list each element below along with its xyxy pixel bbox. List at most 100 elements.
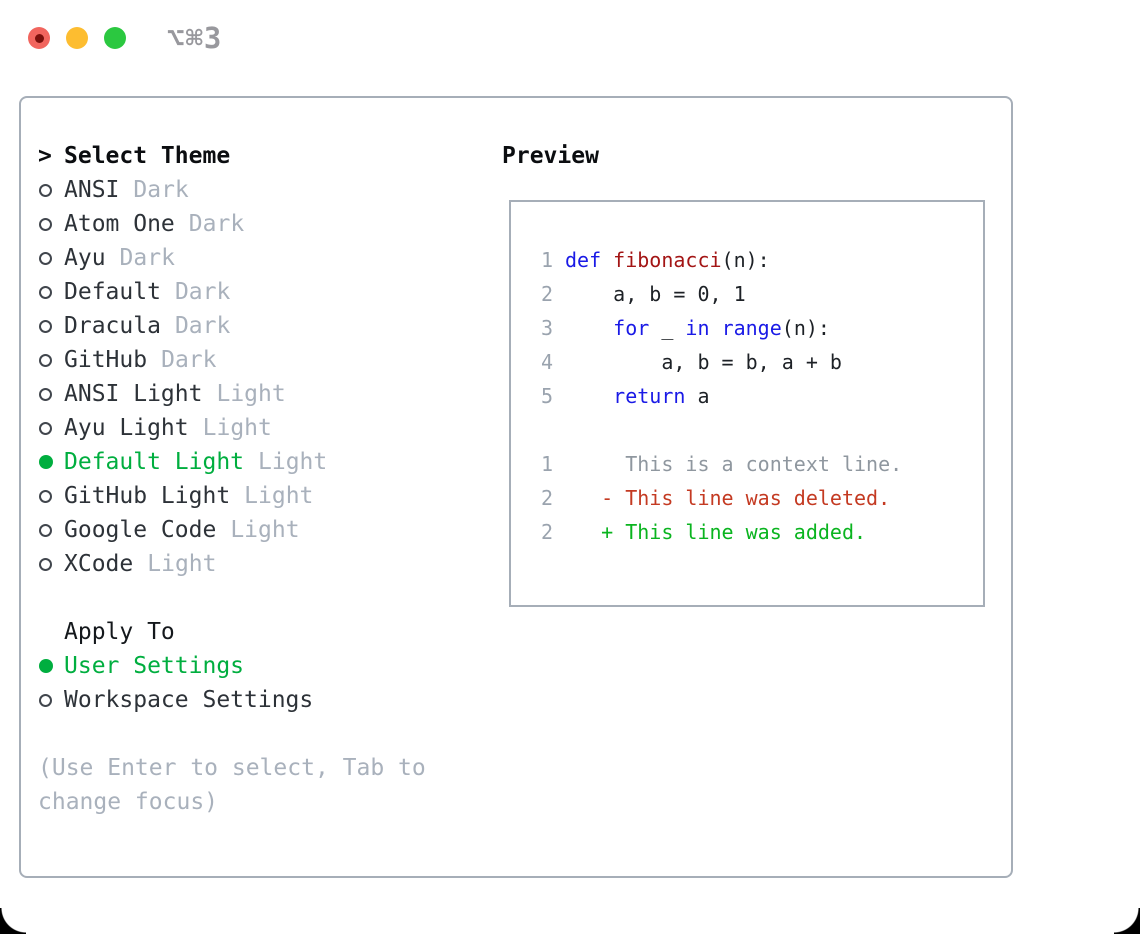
code-segment-plain [601,248,613,272]
code-line: 1 This is a context line. [511,447,983,481]
code-segment-plain [565,316,613,340]
code-segment-del: - This line was deleted. [565,486,891,510]
code-line: 3 for _ in range(n): [511,311,983,345]
theme-option-label: Ayu [64,245,106,271]
radio-circle [39,557,52,571]
radio-icon [38,217,64,231]
close-dot-icon [34,33,44,43]
apply-option-workspace-settings[interactable]: Workspace Settings [38,683,488,717]
line-number: 2 [540,520,553,544]
code-segment-add: + This line was added. [565,520,867,544]
line-content: for _ in range(n): [565,316,830,340]
screen-corner [1114,908,1140,934]
theme-option-default-light[interactable]: Default Light Light [38,445,488,479]
code-segment-plain: _ [649,316,686,340]
radio-icon [38,353,64,367]
radio-icon [38,183,64,197]
line-content: a, b = 0, 1 [565,282,745,306]
theme-variant-tag: Dark [174,313,231,339]
theme-option-label: Ayu Light [64,415,189,441]
theme-variant-tag: Light [258,449,328,475]
code-segment-plain: (n): [781,316,830,340]
code-segment-kw: range [721,316,782,340]
line-content: return a [565,384,710,408]
code-segment-kw: for [613,316,650,340]
select-theme-title: Select Theme [64,143,231,169]
code-line: 4 a, b = b, a + b [511,345,983,379]
radio-icon [38,387,64,401]
select-theme-header: > Select Theme [38,139,488,173]
theme-option-label: ANSI Light [64,381,203,407]
theme-option-label: XCode [64,551,134,577]
code-segment-ctx: This is a context line. [565,452,903,476]
code-line: 2 - This line was deleted. [511,481,983,515]
line-number: 4 [540,350,553,374]
minimize-button[interactable] [66,27,88,49]
line-content: a, b = b, a + b [565,350,842,374]
theme-variant-tag: Dark [133,177,189,203]
theme-option-label: ANSI [64,177,120,203]
theme-variant-tag: Light [147,551,217,577]
theme-option-label: Dracula [64,313,161,339]
help-text-line-2: change focus) [38,789,219,815]
line-content: + This line was added. [565,520,866,544]
code-line [511,413,983,447]
apply-option-label: User Settings [64,653,245,679]
theme-option-label: GitHub [64,347,148,373]
zoom-button[interactable] [104,27,126,49]
line-number: 2 [540,486,553,510]
theme-variant-tag: Dark [188,211,245,237]
apply-option-user-settings[interactable]: User Settings [38,649,488,683]
radio-circle [39,251,52,265]
radio-circle [39,455,53,469]
close-button[interactable] [28,27,50,49]
radio-circle [39,353,52,367]
radio-circle [39,285,52,299]
line-number: 5 [540,384,553,408]
theme-option-ansi[interactable]: ANSI Dark [38,173,488,207]
titlebar: ⌥⌘3 [0,0,1140,76]
radio-circle [39,489,52,503]
spacer [38,581,488,615]
radio-circle [39,387,52,401]
code-segment-fn: fibonacci [613,248,722,272]
code-segment-plain: a [685,384,710,408]
code-segment-kw: in [685,316,710,340]
code-line: 2 + This line was added. [511,515,983,549]
help-text-line-1: (Use Enter to select, Tab to [38,755,426,781]
theme-option-label: Google Code [64,517,217,543]
radio-icon [38,285,64,299]
cursor-marker: > [38,143,64,169]
code-segment-plain: a, b = b, a + b [565,350,842,374]
radio-icon [38,557,64,571]
radio-circle [39,693,52,707]
line-content: def fibonacci(n): [565,248,770,272]
code-segment-kw: return [613,384,686,408]
radio-circle [39,319,52,333]
radio-icon [38,693,64,707]
theme-option-label: Default Light [64,449,245,475]
radio-circle [39,217,52,231]
radio-circle [39,421,52,435]
radio-icon [38,523,64,537]
spacer [38,717,488,751]
theme-option-dracula[interactable]: Dracula Dark [38,309,488,343]
line-content: This is a context line. [565,452,902,476]
theme-option-label: GitHub Light [64,483,231,509]
line-number: 1 [540,452,553,476]
theme-option-xcode[interactable]: XCode Light [38,547,488,581]
